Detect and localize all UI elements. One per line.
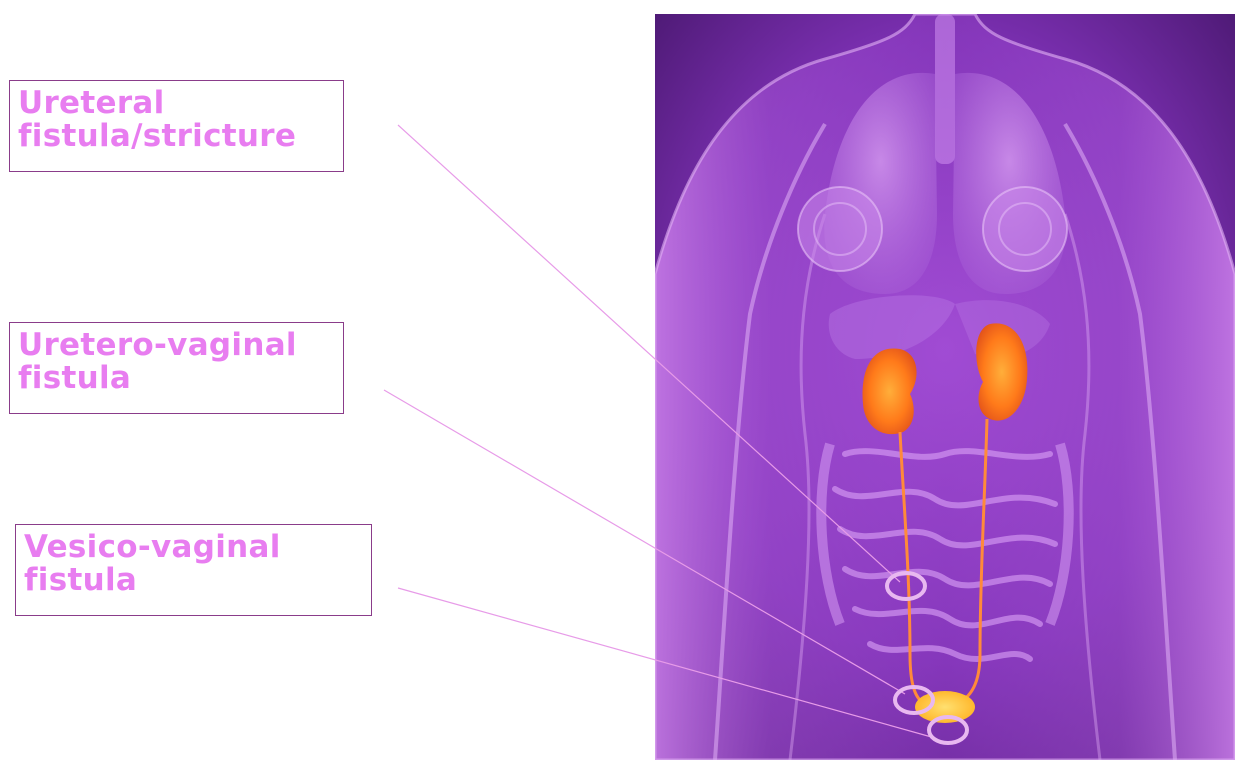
label-ureteral-fistula-stricture: Ureteral fistula/stricture (9, 80, 344, 172)
label-vesico-vaginal-fistula: Vesico-vaginal fistula (15, 524, 372, 616)
label-ureteral-line2: fistula/stricture (18, 120, 335, 153)
label-ureteral-line1: Ureteral (18, 87, 335, 120)
label-vesico-line1: Vesico-vaginal (24, 531, 363, 564)
label-uretero-line2: fistula (18, 362, 335, 395)
label-uretero-line1: Uretero-vaginal (18, 329, 335, 362)
label-vesico-line2: fistula (24, 564, 363, 597)
label-uretero-vaginal-fistula: Uretero-vaginal fistula (9, 322, 344, 414)
female-anatomy-illustration (655, 14, 1235, 760)
